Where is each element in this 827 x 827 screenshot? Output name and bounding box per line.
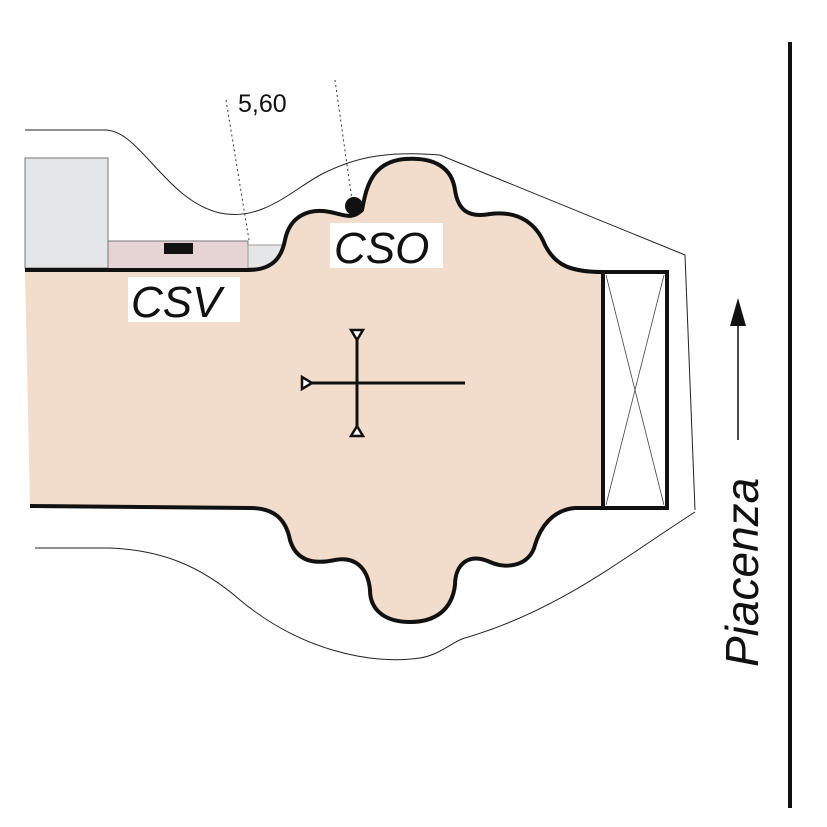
direction-label: Piacenza	[716, 478, 768, 667]
door-cross-line	[605, 274, 665, 506]
cso-label-bg	[330, 223, 443, 268]
site-outline-bottom	[35, 511, 696, 661]
cross-icon	[300, 328, 465, 438]
adjacent-building	[24, 157, 109, 269]
direction-arrow-icon	[730, 298, 746, 326]
dimension-line	[225, 99, 250, 241]
csv-label-bg	[128, 277, 240, 322]
csv-label: CSV	[131, 278, 225, 327]
dimension-line	[334, 79, 353, 201]
csv-marker	[164, 243, 193, 254]
survey-point-icon	[345, 197, 363, 215]
cso-label: CSO	[334, 224, 429, 273]
entrance-door	[601, 270, 669, 510]
dimension-label: 5,60	[238, 90, 287, 118]
church-body	[25, 156, 605, 625]
site-outline-top	[25, 129, 696, 511]
